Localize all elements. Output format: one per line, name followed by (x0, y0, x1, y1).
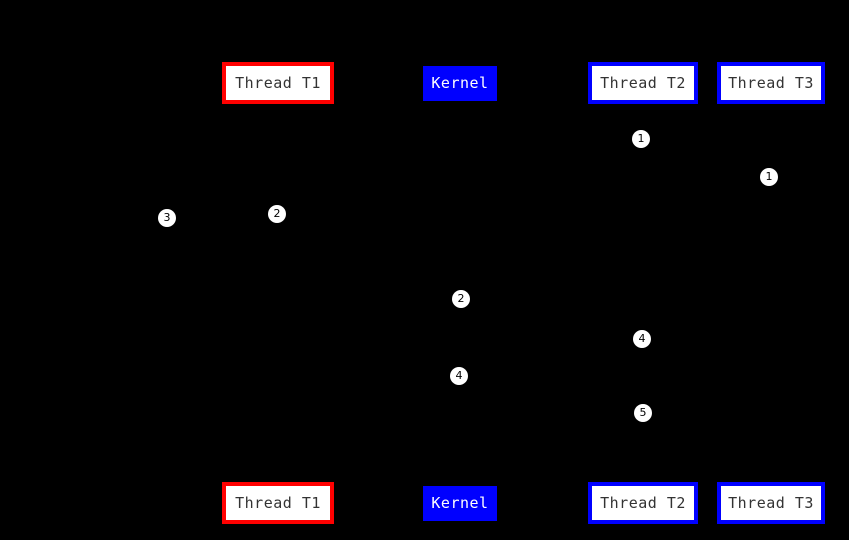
step-badge: 4 (633, 330, 651, 348)
participant-thread-t1-bottom[interactable]: Thread T1 (222, 482, 334, 524)
participant-label: Kernel (431, 74, 489, 92)
participant-thread-t3-bottom[interactable]: Thread T3 (717, 482, 825, 524)
lifeline-thread-t2 (643, 105, 644, 482)
participant-thread-t2-bottom[interactable]: Thread T2 (588, 482, 698, 524)
participant-kernel-top[interactable]: Kernel (423, 66, 497, 101)
participant-kernel-bottom[interactable]: Kernel (423, 486, 497, 521)
step-badge: 2 (268, 205, 286, 223)
participant-label: Thread T3 (728, 493, 814, 512)
participant-thread-t3-top[interactable]: Thread T3 (717, 62, 825, 104)
participant-label: Thread T2 (600, 493, 686, 512)
step-badge: 3 (158, 209, 176, 227)
participant-thread-t2-top[interactable]: Thread T2 (588, 62, 698, 104)
participant-thread-t1-top[interactable]: Thread T1 (222, 62, 334, 104)
step-badge: 4 (450, 367, 468, 385)
lifeline-thread-t1 (278, 105, 279, 482)
participant-label: Thread T1 (235, 493, 321, 512)
step-badge: 1 (760, 168, 778, 186)
step-badge: 2 (452, 290, 470, 308)
participant-label: Thread T3 (728, 73, 814, 92)
participant-label: Kernel (431, 494, 489, 512)
participant-label: Thread T2 (600, 73, 686, 92)
step-badge: 5 (634, 404, 652, 422)
step-badge: 1 (632, 130, 650, 148)
participant-label: Thread T1 (235, 73, 321, 92)
lifeline-thread-t3 (771, 105, 772, 482)
